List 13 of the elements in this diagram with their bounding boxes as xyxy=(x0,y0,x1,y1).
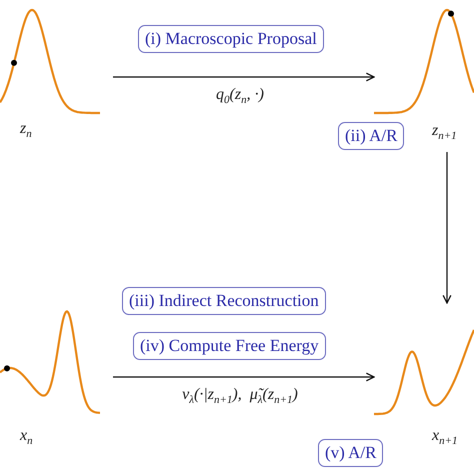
step-tag: (ii) A/R xyxy=(338,122,404,150)
arrow xyxy=(113,372,375,382)
step-tag: (iv) Compute Free Energy xyxy=(133,332,326,360)
step-tag: (iii) Indirect Reconstruction xyxy=(122,287,326,315)
variable-label: x$_{n}$ xyxy=(20,427,33,448)
variable-label: z$_{n+1}$ xyxy=(432,122,457,142)
edge-label: q$_{0}$(z$_{n}$, ·) xyxy=(214,86,266,106)
variable-label: z$_{n}$ xyxy=(20,120,32,140)
arrow xyxy=(442,152,452,304)
arrow xyxy=(113,72,375,82)
step-tag: (i) Macroscopic Proposal xyxy=(138,25,324,53)
variable-label: x$_{n+1}$ xyxy=(432,427,458,448)
step-tag: (v) A/R xyxy=(318,439,384,467)
